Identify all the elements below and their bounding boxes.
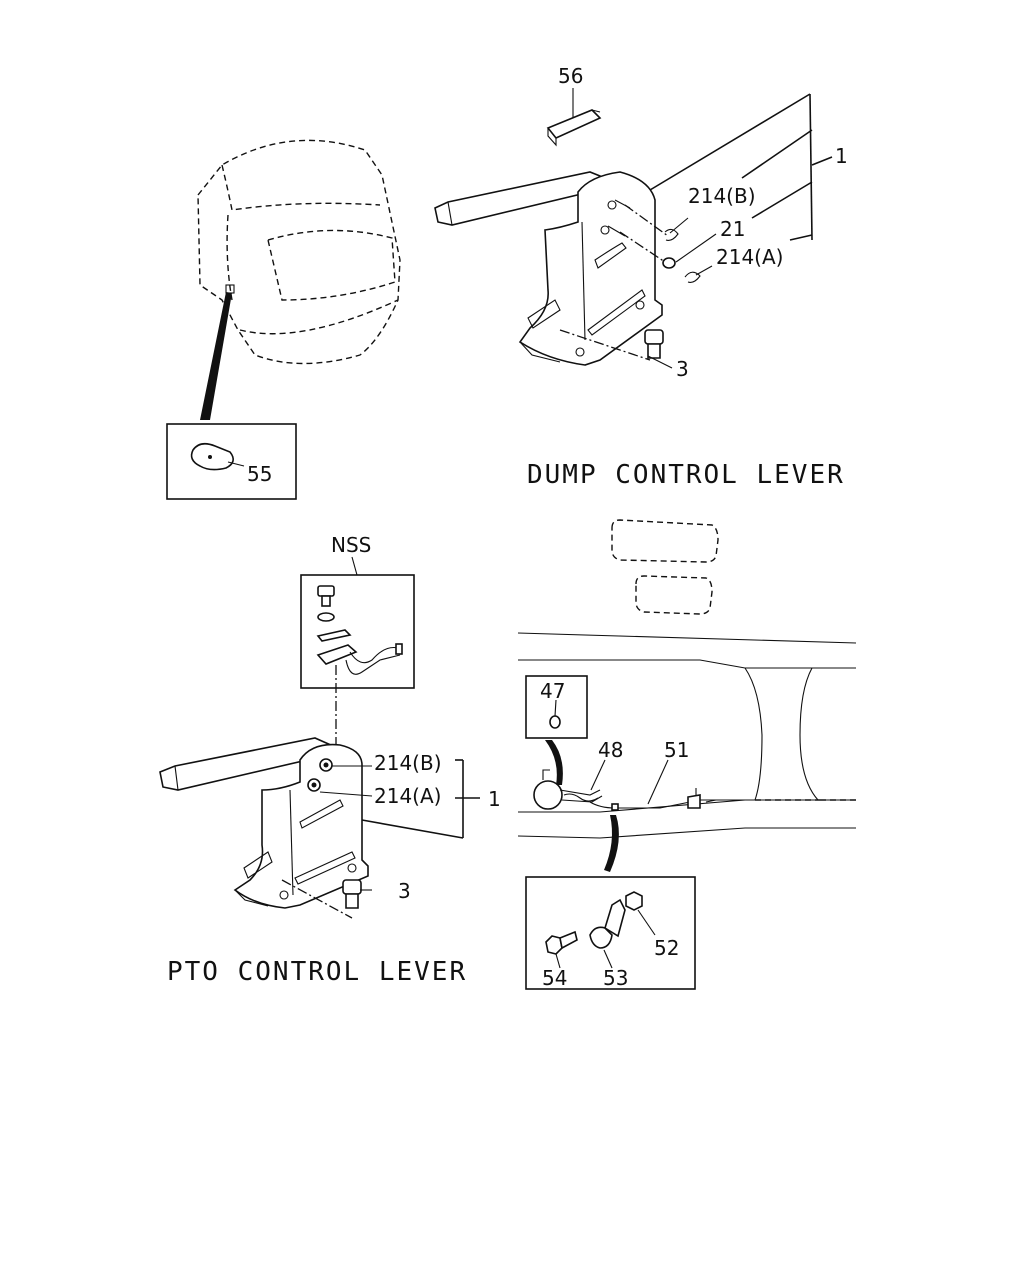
callout-1-dump-bracket: [649, 93, 833, 276]
truck-cab: [197, 139, 401, 365]
chassis-frame: [517, 519, 857, 839]
clamp-53-icon: [589, 898, 626, 949]
callout-3-pto: 3: [398, 879, 411, 903]
callout-55: 55: [247, 462, 272, 486]
callout-1-dump: 1: [835, 144, 848, 168]
callout-47: 47: [540, 679, 565, 703]
callout-52: 52: [654, 936, 679, 960]
callout-54: 54: [542, 966, 567, 990]
harness-48-51: [533, 769, 748, 811]
detail-box-55: [166, 423, 297, 500]
callout-3-dump: 3: [676, 357, 689, 381]
callout-53: 53: [603, 966, 628, 990]
clip-214b-dump-icon: [664, 228, 679, 241]
callout-nss: NSS: [331, 533, 371, 557]
callout-214a-pto: 214(A): [374, 784, 441, 808]
bolt-3-dump-icon: [644, 329, 664, 359]
pto-control-lever: [159, 737, 369, 919]
callout-1-pto-bracket: [319, 759, 480, 839]
title-pto-control-lever: PTO CONTROL LEVER: [167, 957, 467, 987]
bolt-3-pto-icon: [342, 879, 362, 909]
callout-1-pto: 1: [488, 787, 501, 811]
callout-56: 56: [558, 64, 583, 88]
part-56-bracket: [546, 88, 602, 147]
dump-control-lever: [434, 171, 669, 366]
leader-cab-to-55: [200, 292, 232, 420]
callout-48: 48: [598, 738, 623, 762]
callout-21: 21: [720, 217, 745, 241]
nss-detail-box: [300, 574, 415, 689]
callout-214b-pto: 214(B): [374, 751, 442, 775]
title-dump-control-lever: DUMP CONTROL LEVER: [527, 460, 845, 490]
nut-52-icon: [625, 891, 643, 911]
leader-47: [545, 740, 563, 785]
washer-21-icon: [662, 257, 676, 269]
callout-51: 51: [664, 738, 689, 762]
nut-47-icon: [549, 715, 561, 729]
switch-48-icon: [533, 780, 563, 810]
nss-switch-kit-icon: [316, 585, 403, 675]
bolt-54-icon: [545, 930, 578, 955]
callout-214a-dump: 214(A): [716, 245, 783, 269]
leader-to-clip-detail: [604, 815, 619, 872]
callout-214b-dump: 214(B): [688, 184, 756, 208]
detail-box-47: [525, 675, 588, 739]
detail-box-clip: [525, 876, 696, 990]
plug-55-icon: [190, 442, 234, 471]
clip-214a-dump-icon: [684, 271, 701, 283]
